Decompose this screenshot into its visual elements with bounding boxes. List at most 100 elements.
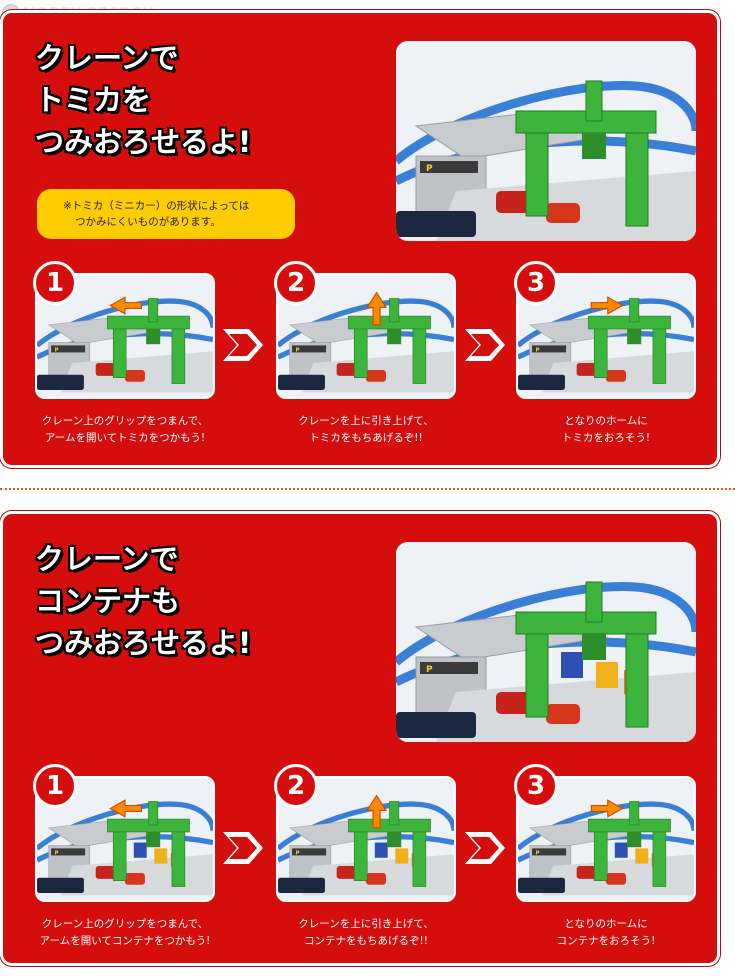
crane-leg: [525, 626, 549, 718]
crane-arm: [627, 328, 642, 345]
direction-arrow-icon: [366, 794, 388, 829]
crane-leg: [353, 324, 368, 378]
section-container: クレーンで コンテナも つみおろせるよ! P 1 P クレーン上のグリップをつま…: [0, 511, 720, 966]
train: [396, 211, 476, 237]
toy-car: [336, 363, 358, 376]
chevron-right-icon: [223, 329, 263, 361]
crane-leg: [652, 827, 667, 887]
parking-sign-text: P: [426, 164, 433, 174]
step-caption: クレーン上のグリップをつまんで、 アームを開いてトミカをつかもう!: [15, 413, 235, 447]
caption-line: トミカをもちあげるぞ!!: [309, 432, 423, 444]
crane-leg: [625, 125, 649, 227]
caption-line: トミカをおろそう!: [561, 432, 651, 444]
headline-line: クレーンで: [35, 41, 179, 75]
toy-car: [576, 866, 598, 879]
crane-arm: [582, 133, 606, 159]
headline: クレーンで コンテナも つみおろせるよ!: [35, 538, 251, 664]
headline-line: トミカを: [35, 83, 152, 117]
toy-car: [496, 692, 532, 714]
direction-arrow-icon: [590, 296, 624, 315]
crane-grip: [148, 801, 159, 826]
caption-line: クレーンを上に引き上げて、: [298, 918, 434, 930]
crane-leg: [593, 827, 608, 881]
toy-car: [366, 370, 386, 382]
toy-car: [546, 704, 580, 724]
step-caption: クレーン上のグリップをつまんで、 アームを開いてコンテナをつかもう!: [15, 916, 235, 950]
headline-line: クレーンで: [35, 542, 179, 576]
parking-sign-text: P: [296, 850, 300, 856]
parking-sign-text: P: [426, 665, 433, 675]
toy-car: [336, 866, 358, 879]
crane-leg: [112, 324, 127, 378]
parking-sign: [292, 345, 327, 353]
crane-leg: [593, 324, 608, 378]
caption-line: となりのホームに: [564, 918, 648, 930]
step-caption: となりのホームに トミカをおろそう!: [496, 413, 716, 447]
step-number-badge: 2: [274, 764, 318, 808]
step-number-badge: 3: [514, 764, 558, 808]
crane-arm: [387, 831, 402, 848]
cargo-container: [635, 848, 649, 864]
caption-line: アームを開いてコンテナをつかもう!: [39, 935, 211, 947]
train: [518, 374, 565, 390]
step-number-badge: 1: [33, 764, 77, 808]
crane-arm: [627, 831, 642, 848]
parking-sign-text: P: [536, 347, 540, 353]
cargo-container: [561, 652, 583, 678]
headline-line: つみおろせるよ!: [35, 626, 252, 660]
crane-leg: [112, 827, 127, 881]
toy-car: [546, 203, 580, 223]
parking-sign: [292, 848, 327, 856]
toy-car: [606, 873, 626, 885]
crane-grip: [629, 801, 640, 826]
direction-arrow-icon: [109, 296, 143, 315]
parking-sign-text: P: [55, 347, 59, 353]
crane-arm: [146, 831, 161, 848]
caption-line: コンテナをもちあげるぞ!!: [304, 935, 428, 947]
scene-illustration: P: [396, 41, 696, 241]
step-caption: クレーンを上に引き上げて、 トミカをもちあげるぞ!!: [256, 413, 476, 447]
toy-car: [576, 363, 598, 376]
main-photo: P: [396, 41, 696, 241]
crane-grip: [629, 298, 640, 323]
crane-grip: [585, 581, 603, 623]
cargo-container: [614, 842, 628, 858]
caption-line: クレーン上のグリップをつまんで、: [41, 918, 209, 930]
caption-line: クレーン上のグリップをつまんで、: [41, 415, 209, 427]
chevron-right-icon: [223, 832, 263, 864]
scene-illustration: P: [396, 542, 696, 742]
parking-sign-text: P: [55, 850, 59, 856]
crane-leg: [625, 626, 649, 728]
train: [518, 877, 565, 893]
train: [396, 712, 476, 738]
cargo-container: [154, 848, 168, 864]
step-caption: クレーンを上に引き上げて、 コンテナをもちあげるぞ!!: [256, 916, 476, 950]
parking-sign: [532, 345, 567, 353]
parking-sign: [51, 345, 86, 353]
crane-grip: [389, 801, 400, 826]
crane-leg: [171, 324, 186, 384]
toy-car: [496, 191, 532, 213]
cargo-container: [133, 842, 147, 858]
cargo-container: [374, 842, 388, 858]
caption-line: コンテナをおろそう!: [556, 935, 656, 947]
scene-illustration: P: [518, 275, 694, 397]
direction-arrow-icon: [590, 799, 624, 818]
parking-sign: [51, 848, 86, 856]
train: [37, 374, 84, 390]
caption-line: となりのホームに: [564, 415, 648, 427]
parking-sign: [420, 662, 478, 674]
main-photo: P: [396, 542, 696, 742]
chevron-right-icon: [465, 329, 505, 361]
note-box: ※トミカ（ミニカー）の形状によっては つかみにくいものがあります。: [37, 189, 295, 239]
crane-leg: [525, 125, 549, 217]
step-number-badge: 3: [514, 261, 558, 305]
direction-arrow-icon: [109, 799, 143, 818]
crane-arm: [387, 328, 402, 345]
step-photo: P: [276, 273, 456, 399]
crane-grip: [389, 298, 400, 323]
crane-leg: [353, 827, 368, 881]
step-photo: P: [276, 776, 456, 902]
crane-arm: [582, 634, 606, 660]
crane-leg: [652, 324, 667, 384]
